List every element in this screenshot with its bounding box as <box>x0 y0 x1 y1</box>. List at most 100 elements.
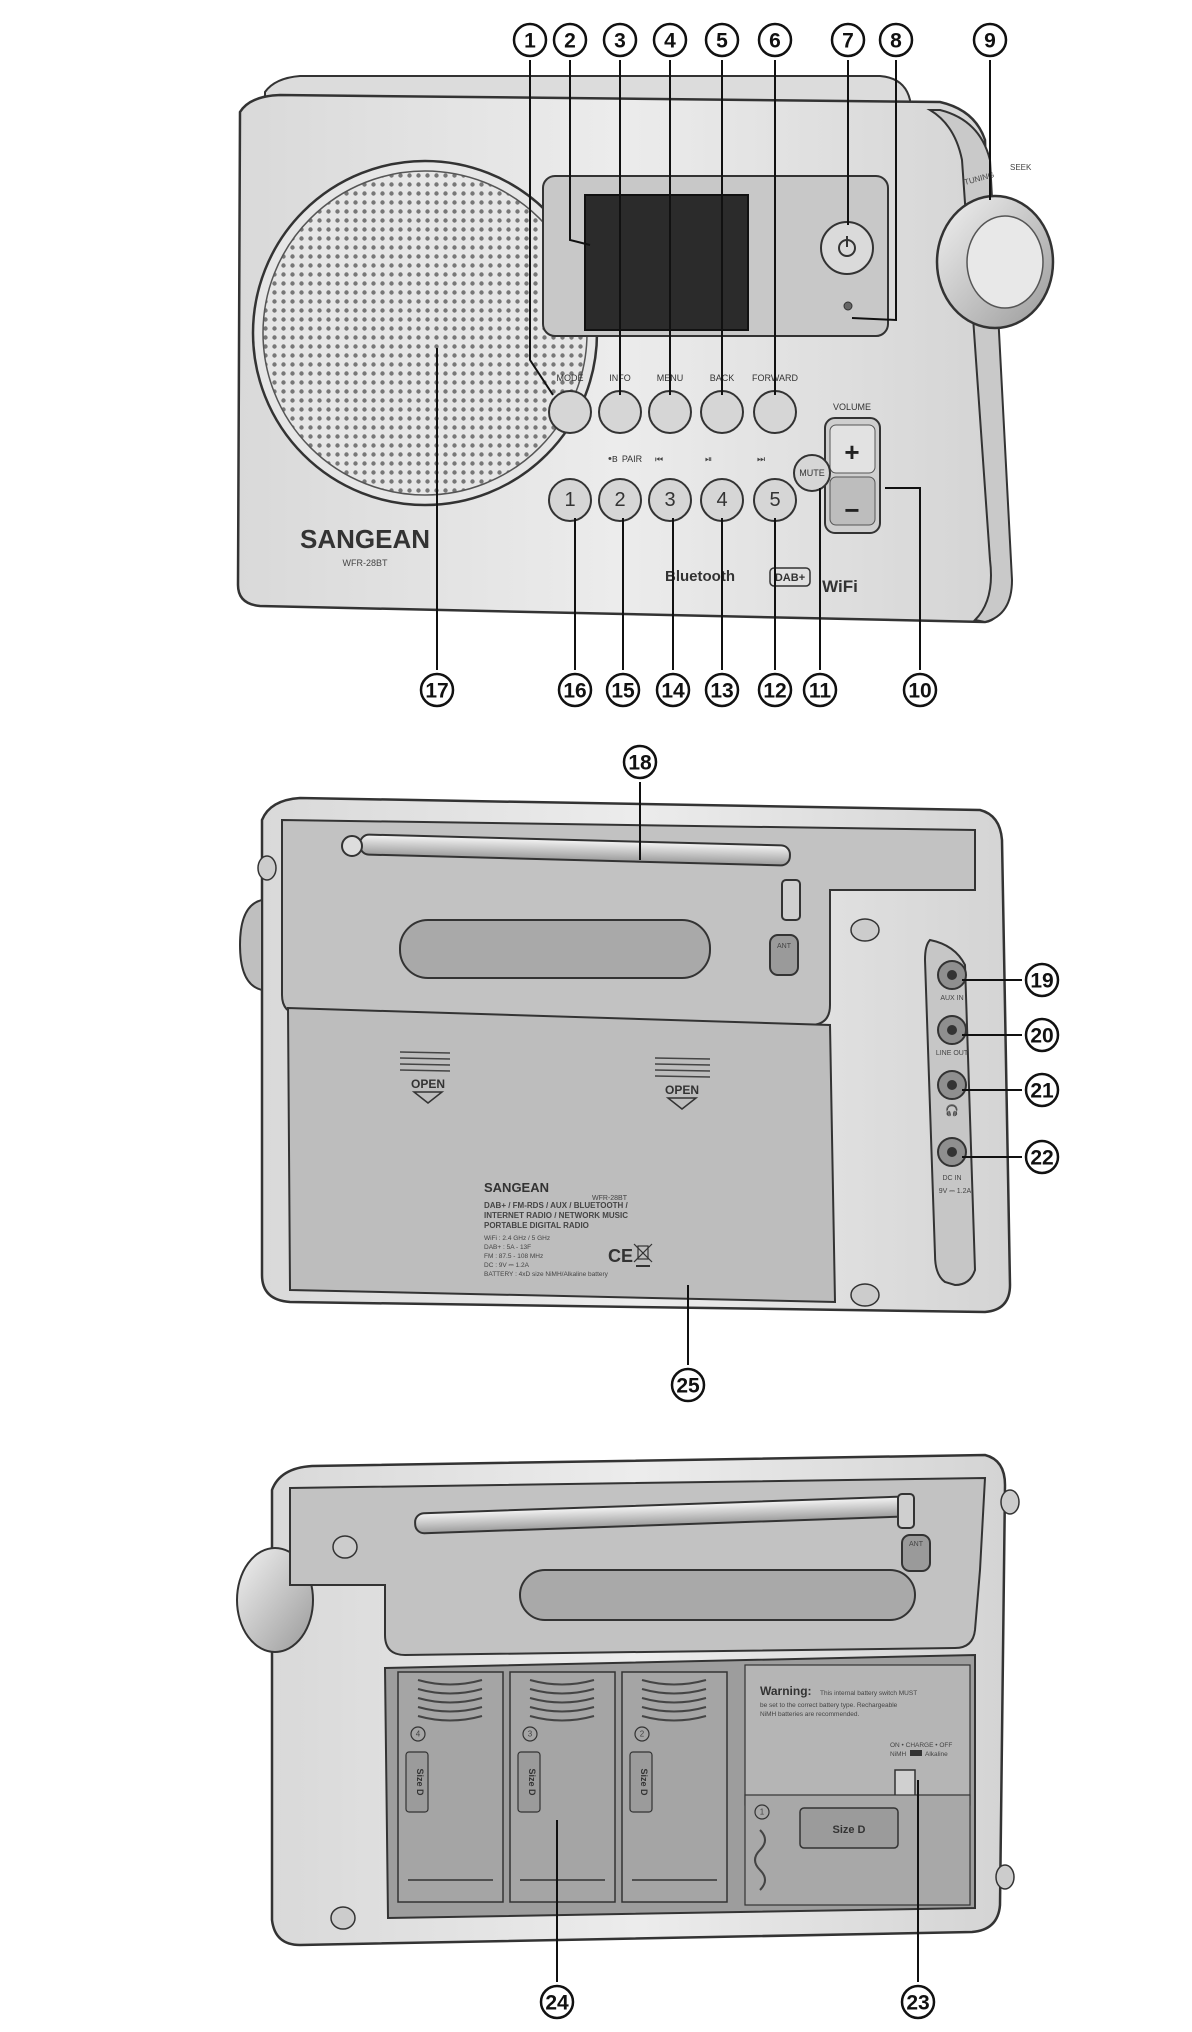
leader-line-2 <box>569 60 591 246</box>
forward-button[interactable] <box>753 390 797 434</box>
rating-line-1: DAB+ / FM-RDS / AUX / BLUETOOTH / <box>484 1201 629 1210</box>
volume-label: VOLUME <box>833 402 871 412</box>
callout-1: 1 <box>524 30 536 53</box>
spring-contact-icon <box>641 1679 707 1722</box>
callout-19: 19 <box>1030 970 1053 993</box>
callout-5: 5 <box>716 30 728 53</box>
callout-circle-3 <box>602 22 638 58</box>
rating-line-5: DAB+ : 5A - 13F <box>484 1244 531 1251</box>
display-screen <box>584 194 749 331</box>
dab-logo: DAB+ <box>775 572 805 584</box>
volume-down-button[interactable] <box>829 476 876 526</box>
callout-circle-14 <box>655 672 691 708</box>
mode-label: MODE <box>557 373 584 383</box>
info-button[interactable] <box>598 390 642 434</box>
leader-line-8 <box>851 60 897 322</box>
callout-18: 18 <box>628 752 652 775</box>
ant-socket[interactable] <box>769 934 799 976</box>
bluetooth-logo: Bluetooth <box>665 568 735 585</box>
battery-type-switch[interactable] <box>894 1769 916 1797</box>
line-out-label: LINE OUT <box>936 1050 969 1057</box>
callout-circle-16 <box>557 672 593 708</box>
leader-line-10 <box>885 487 921 670</box>
headphone-icon: 🎧 <box>945 1104 959 1117</box>
callout-circle-24 <box>539 1984 575 2020</box>
callout-8: 8 <box>890 30 902 53</box>
callout-10: 10 <box>908 680 931 703</box>
size-d-label-1: Size D <box>832 1824 865 1836</box>
callout-circle-25 <box>670 1367 706 1403</box>
callout-14: 14 <box>661 680 685 703</box>
brand-logo: SANGEAN <box>300 524 430 554</box>
previous-track-icon: ⏮ <box>655 454 663 464</box>
callout-23: 23 <box>906 1992 929 2015</box>
ant-socket-2[interactable] <box>901 1534 931 1572</box>
play-pause-icon: ⏯ <box>705 454 712 464</box>
volume-up-button[interactable] <box>829 424 876 474</box>
aux-in-label: AUX IN <box>940 995 963 1002</box>
cell-number-4: 4 <box>416 1730 421 1739</box>
callout-circle-18 <box>622 744 658 780</box>
callout-7: 7 <box>842 30 854 53</box>
rating-label-brand: SANGEAN <box>484 1180 549 1195</box>
ce-mark: CE <box>608 1246 633 1266</box>
preset-2-label: 2 <box>614 489 625 511</box>
callout-circle-21 <box>1024 1072 1060 1108</box>
speaker-grille <box>262 170 588 496</box>
rating-line-4: WiFi : 2.4 GHz / 5 GHz <box>484 1235 550 1242</box>
ant-label-2: ANT <box>909 1541 924 1548</box>
size-d-label-4: Size D <box>415 1768 425 1796</box>
standby-led <box>843 301 853 311</box>
callout-circle-2 <box>552 22 588 58</box>
switch-modes-label: ON • CHARGE • OFF <box>890 1742 952 1749</box>
back-button[interactable] <box>700 390 744 434</box>
callout-24: 24 <box>545 1992 569 2015</box>
power-button[interactable] <box>820 221 874 275</box>
bluetooth-pair-icon: •ʙ <box>608 453 618 465</box>
callout-circle-23 <box>900 1984 936 2020</box>
callout-circle-1 <box>512 22 548 58</box>
callout-21: 21 <box>1030 1080 1054 1103</box>
mute-label: MUTE <box>799 468 825 478</box>
size-d-label-3: Size D <box>527 1768 537 1796</box>
seek-label: SEEK <box>1010 163 1032 172</box>
callout-12: 12 <box>763 680 786 703</box>
preset-1-button[interactable] <box>548 478 592 522</box>
carry-handle-slot-2 <box>519 1569 916 1621</box>
leader-line-1 <box>529 60 554 396</box>
open-arrow-right-icon <box>665 1097 699 1110</box>
back-view: ANT OPEN OPEN SANGEAN WFR-28BT DAB+ / FM… <box>238 796 1012 1314</box>
callout-circle-10 <box>902 672 938 708</box>
dc-rating-label: 9V ⎓ 1.2A <box>939 1188 972 1195</box>
callout-3: 3 <box>614 30 626 53</box>
preset-2-button[interactable] <box>598 478 642 522</box>
preset-1-label: 1 <box>564 489 575 511</box>
volume-plus-label: + <box>844 437 859 467</box>
callout-4: 4 <box>664 30 676 53</box>
carry-handle-slot <box>399 919 711 979</box>
switch-nimh-label: NiMH <box>890 1751 907 1758</box>
open-label-right: OPEN <box>665 1083 699 1097</box>
menu-button[interactable] <box>648 390 692 434</box>
preset-3-button[interactable] <box>648 478 692 522</box>
mute-button[interactable] <box>793 454 831 492</box>
mode-button[interactable] <box>548 390 592 434</box>
pair-label: PAIR <box>622 454 643 464</box>
cell-number-2: 2 <box>640 1730 645 1739</box>
rating-label-model: WFR-28BT <box>592 1195 628 1202</box>
callout-circle-5 <box>704 22 740 58</box>
size-d-label-2: Size D <box>639 1768 649 1796</box>
callout-2: 2 <box>564 30 576 53</box>
volume-minus-label: − <box>844 495 859 525</box>
switch-alkaline-label: Alkaline <box>925 1751 948 1758</box>
battery-cover[interactable] <box>286 1006 837 1304</box>
spring-contact-icon <box>529 1679 595 1722</box>
callout-9: 9 <box>984 30 996 53</box>
rating-line-8: BATTERY : 4xD size NiMH/Alkaline battery <box>484 1271 609 1278</box>
callout-circle-17 <box>419 672 455 708</box>
